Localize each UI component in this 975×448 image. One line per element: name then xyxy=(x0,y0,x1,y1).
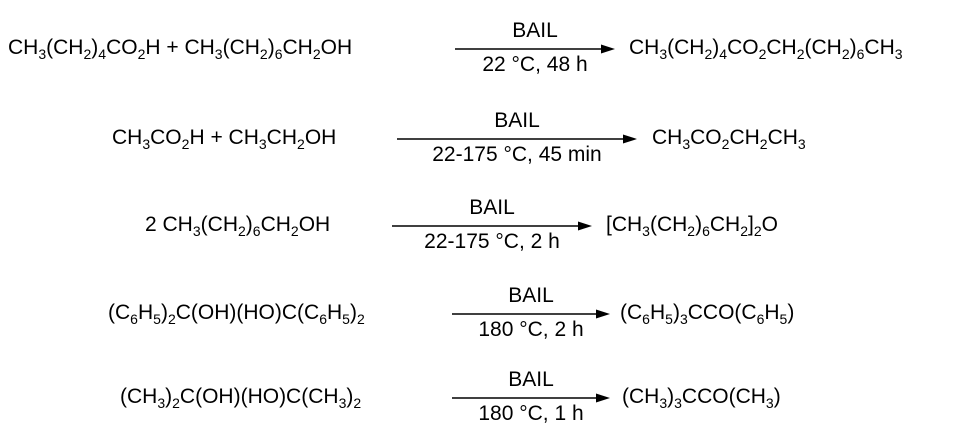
conditions-label: 22-175 °C, 45 min xyxy=(432,143,602,166)
product: [CH3(CH2)6CH2]2O xyxy=(606,213,779,239)
product: CH3CO2CH2CH3 xyxy=(652,126,806,152)
conditions-label: 22-175 °C, 2 h xyxy=(424,230,560,253)
reactants: (CH3)2C(OH)(HO)C(CH3)2 xyxy=(120,385,362,411)
reactants: CH3(CH2)4CO2H + CH3(CH2)6CH2OH xyxy=(8,36,353,62)
reagent-label: BAIL xyxy=(469,196,515,219)
arrow-icon xyxy=(392,221,592,231)
product: (C6H5)3CCO(C6H5) xyxy=(620,301,795,327)
reagent-label: BAIL xyxy=(508,284,554,307)
arrow-icon xyxy=(452,309,610,319)
product: CH3(CH2)4CO2CH2(CH2)6CH3 xyxy=(629,36,903,62)
arrow-icon xyxy=(452,393,610,403)
conditions-label: 180 °C, 2 h xyxy=(478,318,584,341)
conditions-label: 180 °C, 1 h xyxy=(478,402,584,425)
arrow-icon xyxy=(455,44,615,54)
reactants: CH3CO2H + CH3CH2OH xyxy=(112,126,337,152)
conditions-label: 22 °C, 48 h xyxy=(482,53,588,76)
reagent-label: BAIL xyxy=(494,109,540,132)
arrow-icon xyxy=(397,134,637,144)
reagent-label: BAIL xyxy=(512,19,558,42)
product: (CH3)3CCO(CH3) xyxy=(622,385,781,411)
reactants: 2 CH3(CH2)6CH2OH xyxy=(145,213,331,239)
reagent-label: BAIL xyxy=(508,368,554,391)
reactants: (C6H5)2C(OH)(HO)C(C6H5)2 xyxy=(108,301,365,327)
